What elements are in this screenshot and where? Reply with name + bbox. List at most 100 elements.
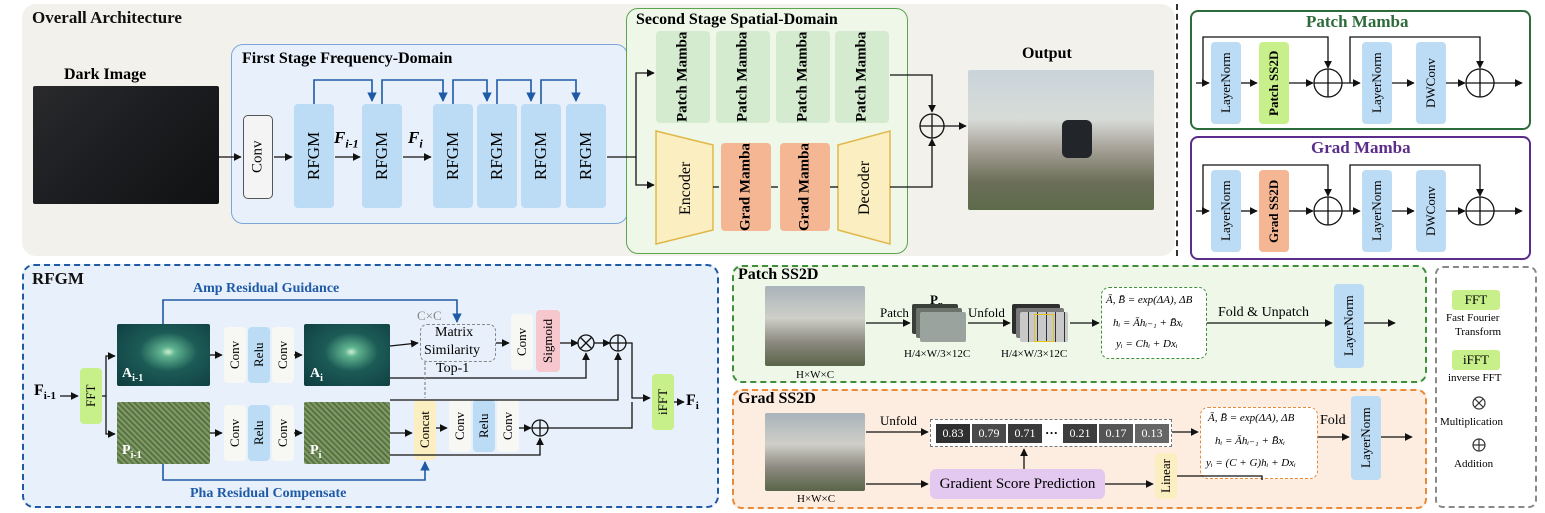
sigmoid: Sigmoid	[536, 310, 560, 372]
patch-label: Patch	[880, 305, 909, 320]
legend-mult-desc: Multiplication	[1440, 416, 1503, 428]
legend-fft-desc-2: Transform	[1455, 326, 1502, 338]
amplitude-spectrum-out	[304, 324, 390, 386]
pha-conv-1: Conv	[224, 405, 246, 461]
patch-eq-1: Ā, B̄ = exp(ΔA), ΔB	[1106, 294, 1193, 306]
rfgm-ifft: iFFT	[652, 374, 674, 430]
patch-mamba-title: Patch Mamba	[1306, 12, 1409, 31]
unfold-highlight	[1034, 314, 1054, 342]
phase-in-label: Pi-1	[122, 443, 142, 461]
similarity-label: Similarity	[424, 343, 480, 358]
pha-fuse-relu: Relu	[473, 400, 495, 452]
overall-architecture-title: Overall Architecture	[32, 8, 182, 27]
grad-ss2d-input-image	[765, 413, 865, 491]
amp-conv-1: Conv	[224, 327, 246, 383]
encoder-label: Encoder	[677, 161, 694, 215]
amplitude-spectrum-in	[117, 324, 210, 386]
unfold-dim: H/4×W/3×12C	[1001, 348, 1068, 360]
patch-mamba-layernorm-1: LayerNorm	[1211, 42, 1241, 124]
patch-ss2d-layernorm: LayerNorm	[1334, 284, 1364, 368]
patch-stack	[920, 312, 966, 342]
score-tile-3: 0.71	[1008, 424, 1042, 443]
score-tile-2: 0.79	[972, 424, 1006, 443]
amp-relu: Relu	[248, 327, 270, 383]
cxc-label: C×C	[417, 308, 442, 323]
feature-prev-label: Fi-1	[334, 128, 359, 151]
pha-residual-compensate-label: Pha Residual Compensate	[190, 486, 347, 501]
concat: Concat	[414, 400, 436, 460]
rfgm-input-label: Fi-1	[34, 382, 57, 403]
grad-ss2d-input-dim: H×W×C	[797, 493, 836, 505]
guide-conv: Conv	[511, 314, 533, 370]
patch-ssm-equations-box	[1101, 287, 1207, 359]
legend-panel	[1435, 266, 1537, 508]
score-tile-4: 0.21	[1063, 424, 1097, 443]
pha-relu: Relu	[248, 405, 270, 461]
grad-unfold-label: Unfold	[880, 413, 917, 428]
score-ellipsis: ···	[1045, 425, 1059, 440]
patch-dim: H/4×W/3×12C	[904, 348, 971, 360]
encoder-trapezoid	[655, 130, 714, 245]
patch-ss2d-input-image	[765, 286, 865, 366]
grad-mamba-panel	[1190, 136, 1531, 260]
output-image-detail	[1062, 120, 1092, 158]
patch-eq-3: yᵢ = Chᵢ + Dxᵢ	[1116, 338, 1178, 350]
patch-ss2d-input-dim: H×W×C	[796, 369, 835, 381]
legend-fft-desc-1: Fast Fourier	[1446, 312, 1500, 324]
legend-ifft-swatch: iFFT	[1452, 350, 1500, 370]
grad-mamba-title: Grad Mamba	[1311, 138, 1411, 157]
legend-fft-swatch: FFT	[1452, 290, 1500, 310]
grad-mamba-ss2d: Grad SS2D	[1259, 170, 1289, 252]
patch-ss2d-title: Patch SS2D	[738, 266, 819, 283]
feature-cur-label: Fi	[408, 128, 423, 151]
amplitude-out-label: Ai	[310, 366, 323, 384]
decoder-trapezoid	[837, 130, 891, 245]
second-stage-title: Second Stage Spatial-Domain	[636, 11, 838, 28]
grad-ss2d-layernorm: LayerNorm	[1351, 396, 1381, 480]
grad-mamba-layernorm-1: LayerNorm	[1211, 170, 1241, 252]
fold-unpatch-label: Fold & Unpatch	[1218, 305, 1309, 320]
decoder-label: Decoder	[856, 160, 873, 216]
pha-fuse-conv-1: Conv	[449, 400, 471, 452]
patch-mamba-layernorm-2: LayerNorm	[1362, 42, 1392, 124]
top1-label: Top-1	[436, 361, 470, 376]
legend-add-desc: Addition	[1454, 458, 1494, 470]
grad-linear: Linear	[1155, 453, 1177, 499]
grad-mamba-layernorm-2: LayerNorm	[1362, 170, 1392, 252]
rfgm-panel	[22, 264, 719, 508]
dark-image	[33, 86, 219, 204]
grad-ssm-equations-box	[1200, 407, 1318, 479]
output-image	[968, 70, 1154, 210]
amp-residual-guidance-label: Amp Residual Guidance	[193, 281, 340, 296]
score-tile-1: 0.83	[936, 424, 970, 443]
unfold-label: Unfold	[968, 305, 1005, 320]
matrix-label: Matrix	[435, 325, 474, 340]
rfgm-output-label: Fi	[686, 392, 699, 413]
pha-conv-2: Conv	[272, 405, 294, 461]
patch-mamba-dwconv: DWConv	[1416, 42, 1446, 124]
pha-fuse-conv-2: Conv	[497, 400, 519, 452]
patch-eq-2: hᵢ = Āhᵢ₋₁ + B̄xᵢ	[1113, 317, 1184, 329]
grad-ss2d-title: Grad SS2D	[738, 390, 816, 407]
pn-label: Pn	[930, 292, 943, 310]
amp-conv-2: Conv	[272, 327, 294, 383]
gradient-score-prediction: Gradient Score Prediction	[930, 469, 1105, 499]
phase-spectrum-out	[304, 402, 390, 464]
score-tile-5: 0.17	[1099, 424, 1133, 443]
grad-mamba-block-1: Grad Mamba	[721, 143, 771, 231]
output-label: Output	[1022, 45, 1072, 62]
phase-spectrum-in	[117, 402, 210, 464]
grad-fold-label: Fold	[1320, 413, 1346, 428]
dark-image-label: Dark Image	[64, 66, 147, 83]
grad-mamba-dwconv: DWConv	[1416, 170, 1446, 252]
first-stage-title: First Stage Frequency-Domain	[242, 50, 453, 67]
score-tile-6: 0.13	[1135, 424, 1169, 443]
legend-ifft-desc: inverse FFT	[1448, 372, 1502, 384]
rfgm-title: RFGM	[32, 269, 84, 288]
grad-eq-2: hᵢ = Āhᵢ₋₁ + B̄xᵢ	[1215, 435, 1286, 447]
grad-eq-1: Ā, B̄ = exp(ΔA), ΔB	[1208, 412, 1295, 424]
amplitude-in-label: Ai-1	[122, 366, 144, 384]
patch-mamba-panel	[1190, 10, 1531, 130]
grad-mamba-block-2: Grad Mamba	[780, 143, 830, 231]
patch-mamba-ss2d: Patch SS2D	[1259, 42, 1289, 124]
